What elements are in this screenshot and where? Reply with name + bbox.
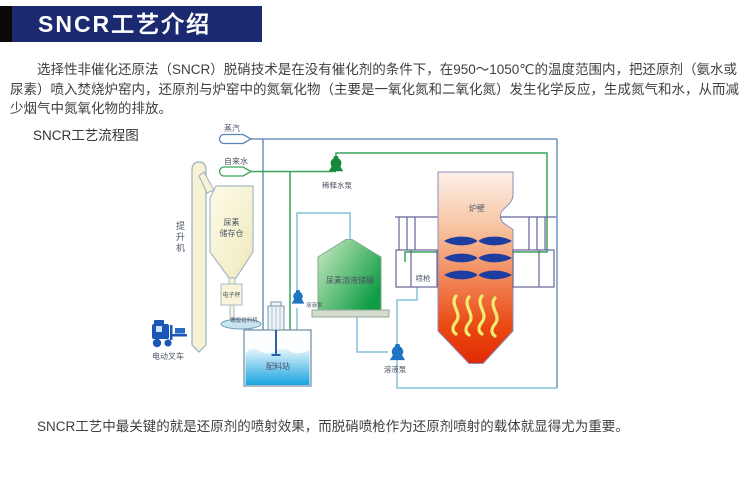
solution-pump-1-label: 溶液泵	[306, 301, 323, 309]
furnace-body	[437, 171, 514, 364]
forklift-label: 电动叉车	[152, 351, 184, 361]
feeder-label: 螺旋给料机	[230, 316, 258, 324]
forklift-icon	[152, 320, 187, 348]
silo-outlet-neck	[228, 277, 236, 285]
scale-outlet-neck	[229, 304, 235, 319]
screw-feeder-disk	[220, 318, 262, 330]
batching-tank-water	[245, 348, 310, 385]
steam-inlet-arrow	[218, 133, 253, 145]
diagram-caption: SNCR工艺流程图	[33, 128, 139, 143]
urea-tank-label: 尿素溶液储罐	[326, 275, 374, 285]
elevator-chute	[198, 171, 215, 194]
elevator-label: 提升机	[175, 221, 185, 254]
page-header: SNCR工艺介绍	[0, 6, 262, 42]
silo-label-1: 尿素	[224, 217, 240, 227]
solution-pump-1-icon	[291, 290, 305, 304]
dilution-water-pump-icon	[328, 156, 344, 172]
elevator-tube	[191, 161, 207, 353]
steam-label: 蒸汽	[224, 123, 240, 133]
furnace-wall-label: 炉壁	[469, 203, 485, 213]
scale-label: 电子秤	[222, 291, 240, 299]
batching-station-label: 配料站	[266, 361, 290, 371]
solution-pipe	[296, 212, 557, 389]
urea-solution-tank	[311, 239, 390, 318]
tap-water-inlet-arrow	[218, 166, 253, 177]
water-pipe	[251, 152, 548, 331]
tap-water-label: 自来水	[224, 156, 248, 166]
header-accent-block	[0, 6, 12, 42]
page-title: SNCR工艺介绍	[12, 6, 262, 42]
dilution-pump-label: 稀释水泵	[322, 180, 352, 190]
spray-gun-label: 喷枪	[416, 273, 431, 283]
solution-pump-2-icon	[389, 344, 406, 361]
intro-paragraph: 选择性非催化还原法（SNCR）脱硝技术是在没有催化剂的条件下，在950～1050…	[10, 62, 739, 117]
spray-manifold-boxes	[395, 249, 555, 288]
urea-silo	[209, 185, 254, 279]
silo-label-2: 储存仓	[220, 228, 244, 238]
mixer	[267, 301, 285, 356]
footer-paragraph: SNCR工艺中最关键的就是还原剂的喷射效果，而脱硝喷枪作为还原剂喷射的载体就显得…	[37, 419, 629, 434]
solution-pump-2-label: 溶液泵	[384, 364, 407, 374]
